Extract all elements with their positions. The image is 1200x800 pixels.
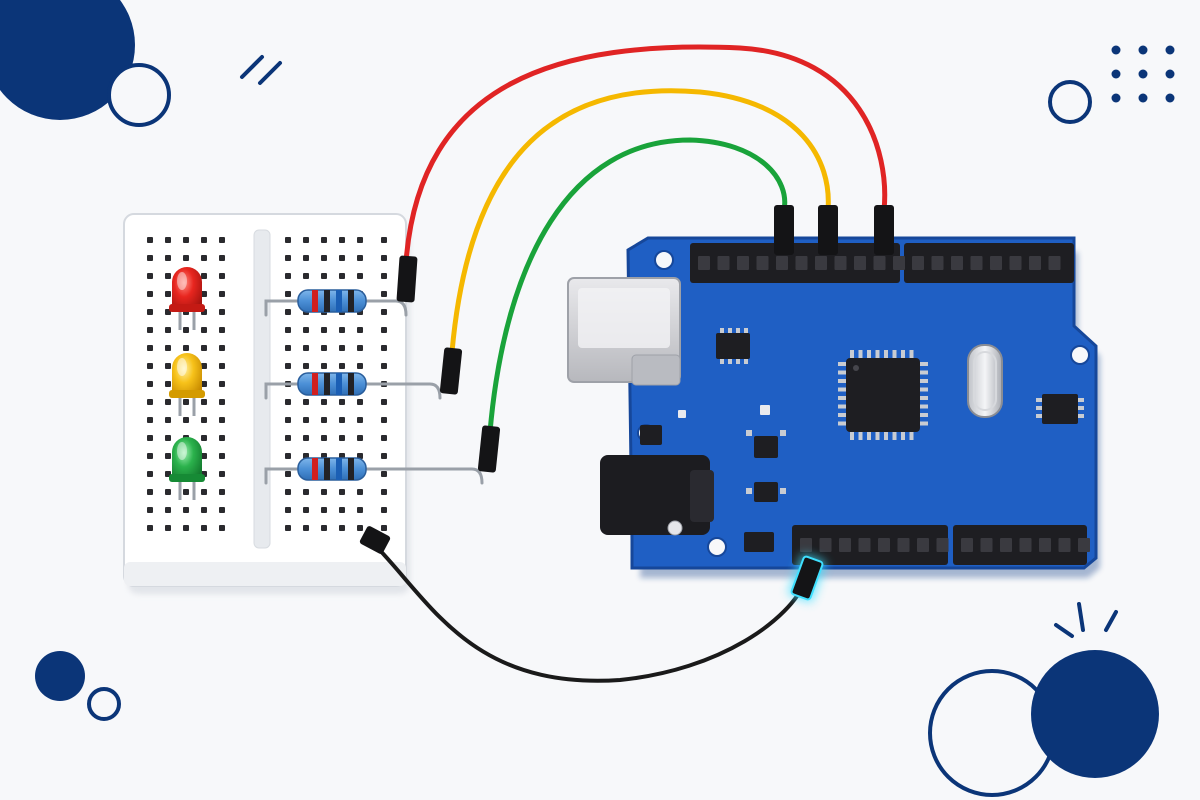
resistor-2 — [264, 372, 442, 400]
arduino-digital-header — [690, 243, 1074, 283]
plug-red — [874, 205, 894, 255]
wire-ground — [370, 540, 808, 683]
slash-lines-icon — [240, 55, 282, 85]
resistors — [264, 289, 484, 485]
resistor-1 — [264, 289, 408, 317]
dc-power-jack — [600, 455, 714, 536]
plug-yellow — [818, 205, 838, 255]
wire-header-plugs — [774, 205, 894, 255]
breadboard-side-plugs — [359, 255, 501, 554]
mounting-hole — [1070, 345, 1090, 365]
dot-grid-icon — [1111, 45, 1175, 103]
wire-green — [487, 137, 788, 435]
navy-circle-bottom-right — [1031, 650, 1159, 778]
crystal-oscillator — [967, 344, 1003, 418]
outline-circle-top-left — [107, 63, 171, 127]
outline-circle-top-right — [1048, 80, 1092, 124]
led-green — [169, 437, 205, 500]
burst-lines-icon — [1054, 602, 1118, 638]
navy-circle-bottom-left — [35, 651, 85, 701]
arduino-board — [567, 236, 1100, 578]
plug-yellow-breadboard — [439, 347, 463, 395]
navy-circle-top-left — [0, 0, 135, 120]
outline-circle-bottom-left — [87, 687, 121, 721]
ground-plug-highlighted — [788, 554, 826, 602]
led-yellow — [169, 353, 205, 416]
breadboard-holes — [147, 237, 387, 531]
small-ic — [1036, 394, 1084, 424]
wires — [370, 44, 888, 683]
led-red — [169, 267, 205, 330]
smd-components — [640, 405, 786, 552]
plug-ground-breadboard — [359, 526, 391, 554]
plug-green-breadboard — [477, 425, 501, 473]
breadboard-center-channel — [253, 229, 271, 549]
mounting-hole — [707, 537, 727, 557]
decorations — [0, 0, 1175, 797]
arduino-power-header — [792, 525, 1090, 565]
wire-yellow — [449, 88, 831, 355]
plug-green — [774, 205, 794, 255]
usb-port — [567, 277, 681, 386]
wire-red — [403, 44, 888, 265]
resistor-3 — [264, 457, 484, 485]
mounting-hole — [654, 250, 674, 270]
microcontroller-chip — [838, 350, 928, 440]
plug-red-breadboard — [396, 255, 418, 303]
small-ic — [716, 328, 750, 364]
